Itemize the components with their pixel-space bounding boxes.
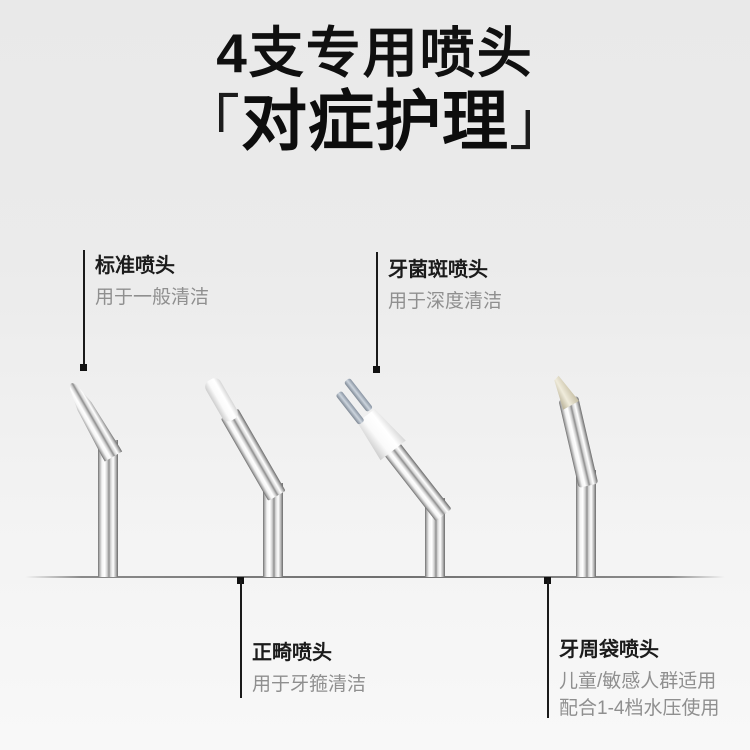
callout-plaque-name: 牙菌斑喷头 [388,259,488,281]
callout-periodontal: 牙周袋喷头 儿童/敏感人群适用 配合1-4档水压使用 [559,638,719,720]
callout-orthodontic: 正畸喷头 用于牙箍清洁 [252,641,366,696]
callout-periodontal-name: 牙周袋喷头 [559,639,659,661]
callout-orthodontic-desc: 用于牙箍清洁 [252,674,367,695]
leader-line-plaque [376,252,378,368]
page-subtitle: 「对症护理」 [0,82,750,161]
leader-dot-standard [80,364,87,371]
callout-periodontal-desc2: 配合1-4档水压使用 [559,698,720,720]
close-corner-bracket: 」 [509,90,570,157]
leader-line-periodontal [547,580,549,718]
plaque-nozzle-image [336,378,451,577]
callout-plaque: 牙菌斑喷头 用于深度清洁 [388,258,502,313]
plaque-collar [357,408,406,461]
orthodontic-white-tip [205,378,238,422]
leader-dot-plaque [373,366,380,373]
leader-line-standard [83,250,85,366]
page-title: 4支专用喷头 [216,22,534,84]
bristle-tuft [344,378,373,412]
callout-plaque-desc: 用于深度清洁 [388,291,503,312]
subtitle-text: 对症护理 [241,84,509,158]
open-corner-bracket: 「 [180,90,241,157]
standard-nozzle-image [69,383,123,577]
orthodontic-nozzle-image [205,378,285,577]
callout-standard: 标准喷头 用于一般清洁 [95,254,209,309]
callout-standard-name: 标准喷头 [95,255,175,277]
callout-orthodontic-name: 正畸喷头 [252,642,332,664]
leader-line-orthodontic [240,580,242,698]
callout-periodontal-desc: 儿童/敏感人群适用 [559,671,717,692]
callout-standard-desc: 用于一般清洁 [95,287,210,308]
baseline-divider [25,576,725,578]
periodontal-soft-tip [554,375,579,410]
periodontal-pocket-nozzle-image [554,375,598,577]
bristle-tuft [336,391,364,425]
